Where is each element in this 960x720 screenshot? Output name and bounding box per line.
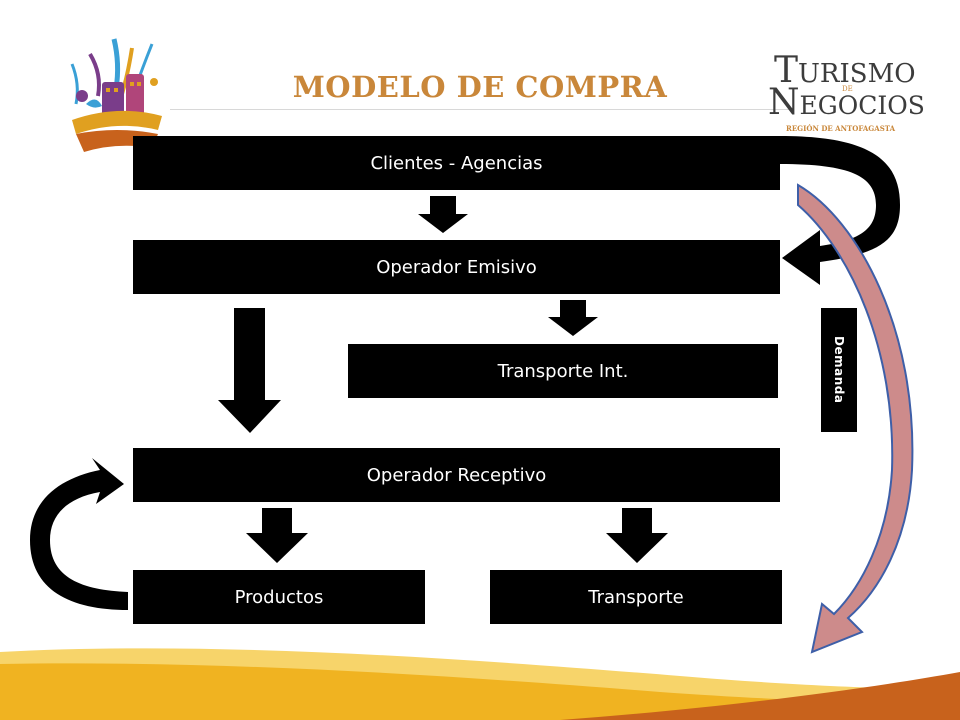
arrow-receptivo-to-transporte bbox=[606, 508, 668, 563]
node-productos: Productos bbox=[133, 570, 425, 624]
node-clientes-agencias: Clientes - Agencias bbox=[133, 136, 780, 190]
node-operador-receptivo: Operador Receptivo bbox=[133, 448, 780, 502]
arrow-emisivo-to-transporte-int bbox=[548, 300, 598, 336]
node-transporte: Transporte bbox=[490, 570, 782, 624]
brand-line2-cap: N bbox=[768, 82, 800, 123]
arrow-receptivo-to-productos bbox=[246, 508, 308, 563]
footer-wave-orange bbox=[560, 672, 960, 720]
brand-line1-cap: T bbox=[774, 50, 799, 91]
title-divider bbox=[170, 109, 790, 110]
brand-line2-rest: EGOCIOS bbox=[799, 91, 925, 120]
curved-arrow-productos-to-receptivo bbox=[30, 458, 128, 610]
brand-logo: TURISMO DE NEGOCIOS REGIÓN DE ANTOFAGAST… bbox=[768, 53, 928, 136]
demand-arrow bbox=[797, 183, 914, 654]
curved-arrow-clientes-to-emisivo bbox=[780, 136, 900, 285]
label-demanda: Demanda bbox=[821, 308, 857, 432]
node-operador-emisivo: Operador Emisivo bbox=[133, 240, 780, 294]
arrow-clientes-to-emisivo bbox=[418, 196, 468, 233]
label-oferta: Oferta bbox=[72, 524, 86, 572]
brand-region: REGIÓN DE ANTOFAGASTA bbox=[786, 124, 896, 133]
arrow-emisivo-to-receptivo bbox=[218, 308, 281, 433]
node-transporte-int: Transporte Int. bbox=[348, 344, 778, 398]
brand-line1-rest: URISMO bbox=[798, 59, 916, 89]
brand-connector: DE bbox=[842, 85, 853, 93]
page-title: MODELO DE COMPRA bbox=[292, 70, 668, 104]
tourism-logo-icon bbox=[70, 38, 162, 152]
